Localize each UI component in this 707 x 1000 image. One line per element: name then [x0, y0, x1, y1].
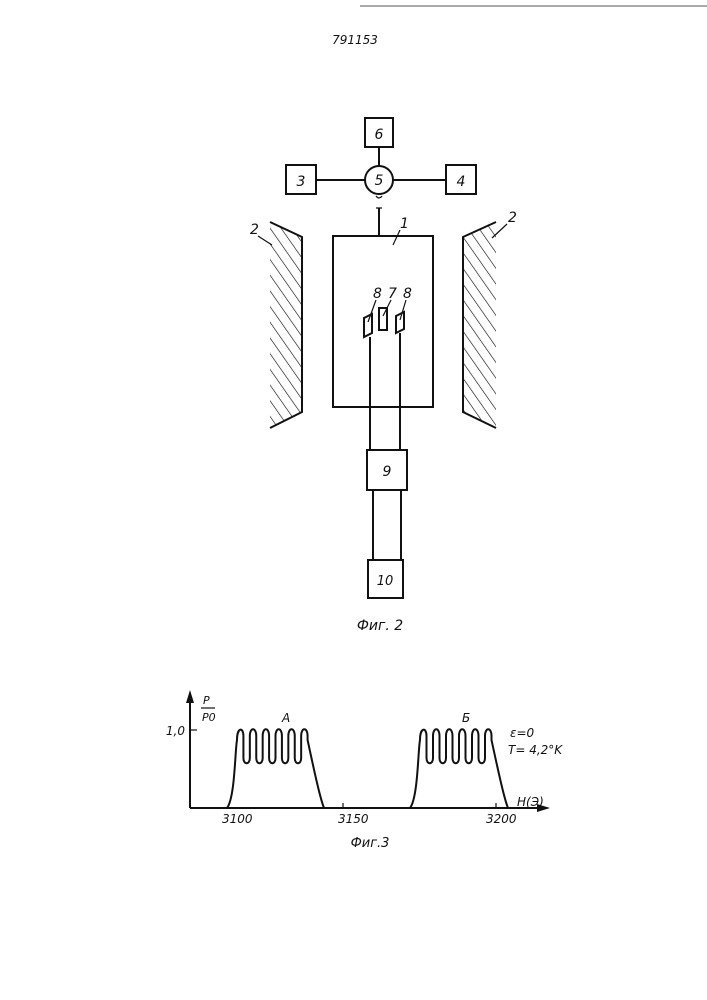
magnet-pole-right — [463, 222, 496, 428]
peak-b-curve — [410, 729, 508, 808]
figure-2: 6 5 3 4 1 2 2 8 7 8 — [250, 118, 517, 634]
label-1: 1 — [400, 216, 409, 232]
label-4: 4 — [457, 174, 466, 190]
x-tick-3200: 3200 — [486, 812, 517, 826]
x-label: H(Э) — [517, 795, 544, 809]
peak-a-label: A — [281, 711, 290, 725]
label-8-left: 8 — [373, 286, 382, 302]
label-6: 6 — [375, 127, 384, 143]
label-2-right: 2 — [508, 210, 517, 226]
label-10: 10 — [377, 574, 394, 589]
patent-number: 791153 — [332, 33, 378, 47]
label-2-left: 2 — [250, 222, 259, 238]
param-temperature: T= 4,2°K — [508, 743, 563, 757]
sample-8-right — [396, 312, 404, 333]
figure-3: 1,0 P P0 A Б ε=0 T= 4,2°K H(Э) 3100 3150… — [166, 690, 563, 851]
x-tick-3100: 3100 — [222, 812, 253, 826]
param-epsilon: ε=0 — [510, 726, 535, 740]
label-7: 7 — [388, 286, 397, 302]
peak-a-curve — [227, 729, 324, 808]
label-8-right: 8 — [403, 286, 412, 302]
magnet-pole-left — [270, 222, 302, 428]
label-3: 3 — [297, 174, 306, 190]
label-5: 5 — [375, 173, 384, 189]
peak-b-label: Б — [462, 711, 470, 725]
y-tick-1: 1,0 — [166, 724, 185, 738]
fig3-caption: Фиг.3 — [351, 836, 390, 851]
resonator-1 — [333, 236, 433, 407]
sample-8-left — [364, 314, 372, 337]
y-label-den: P0 — [202, 711, 216, 724]
label-9: 9 — [383, 464, 392, 480]
fig2-caption: Фиг. 2 — [357, 618, 403, 634]
y-label-num: P — [203, 694, 210, 707]
x-tick-3150: 3150 — [338, 812, 369, 826]
